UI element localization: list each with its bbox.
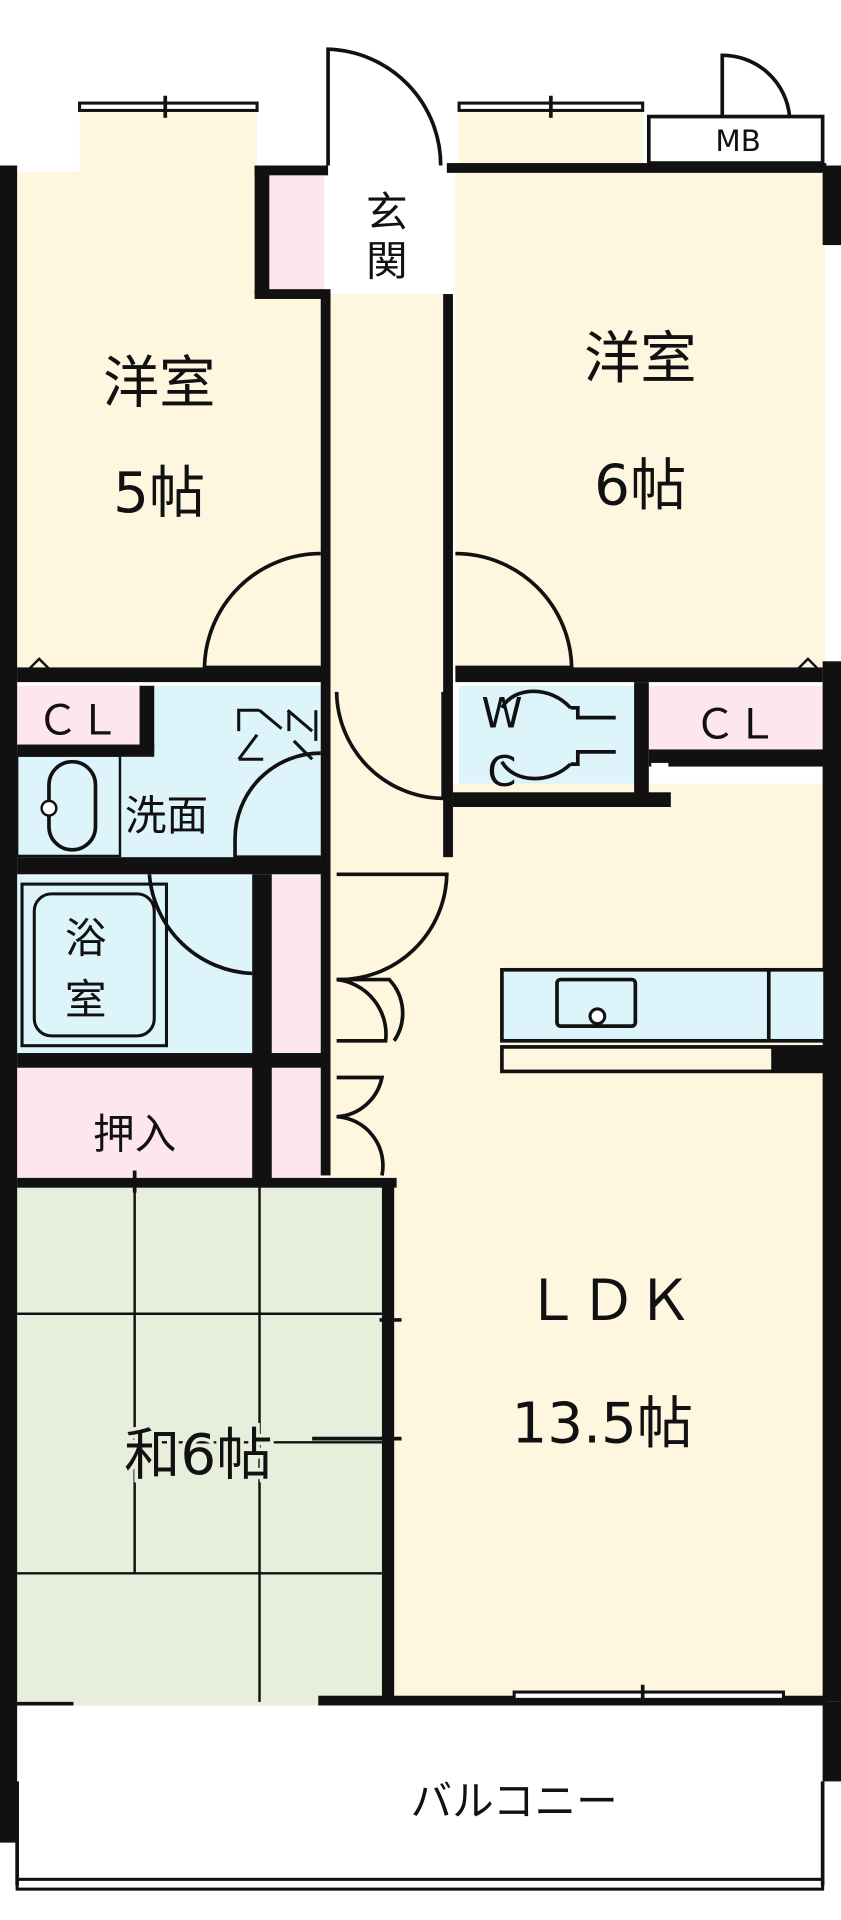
pink-storage-top bbox=[269, 171, 325, 295]
room-label-western-5: 洋室 bbox=[103, 351, 216, 416]
tatami-lines bbox=[17, 1185, 382, 1702]
wc-label-2: C bbox=[487, 747, 516, 796]
bath-label-1: 浴 bbox=[65, 914, 107, 963]
corridor bbox=[328, 294, 449, 870]
mb-label: MB bbox=[715, 124, 760, 158]
washroom-label: 洗面 bbox=[125, 791, 208, 840]
mb-box bbox=[646, 114, 825, 165]
oshiire bbox=[17, 1067, 253, 1182]
room-label-western-6: 洋室 bbox=[584, 326, 697, 391]
ldk-size: 13.5帖 bbox=[511, 1391, 693, 1456]
fixtures bbox=[15, 114, 827, 1074]
room-ldk bbox=[328, 783, 826, 1705]
wc-label-1: W bbox=[481, 688, 522, 737]
storage-strip-1 bbox=[271, 875, 321, 1056]
closet-right-label: ＣＬ bbox=[694, 699, 777, 748]
room-size-western-6: 6帖 bbox=[594, 454, 686, 519]
balcony-label: バルコニー bbox=[411, 1777, 618, 1826]
closet-left-label: ＣＬ bbox=[37, 696, 120, 745]
closet-right bbox=[648, 685, 823, 754]
bay-left bbox=[79, 107, 258, 176]
entrance bbox=[328, 171, 449, 291]
japanese-room-label: 和6帖 bbox=[124, 1423, 272, 1488]
oshiire-label: 押入 bbox=[93, 1110, 176, 1159]
room-size-western-5: 5帖 bbox=[113, 461, 205, 526]
entrance-label-1: 玄 bbox=[366, 188, 408, 237]
bath-label-2: 室 bbox=[65, 975, 107, 1024]
storage-strip-2 bbox=[271, 1067, 321, 1182]
toilet-icon bbox=[500, 689, 616, 781]
doors bbox=[147, 47, 792, 1696]
walls bbox=[0, 163, 841, 1843]
room-western-6 bbox=[455, 171, 826, 674]
kitchen-counter bbox=[500, 967, 827, 1043]
ldk-label: ＬＤＫ bbox=[524, 1269, 693, 1334]
bathtub-icon bbox=[20, 882, 169, 1048]
ventilation-icon bbox=[237, 708, 318, 761]
sink-icon bbox=[555, 977, 638, 1028]
balcony bbox=[15, 1705, 825, 1891]
entrance-label-2: 関 bbox=[366, 237, 408, 286]
